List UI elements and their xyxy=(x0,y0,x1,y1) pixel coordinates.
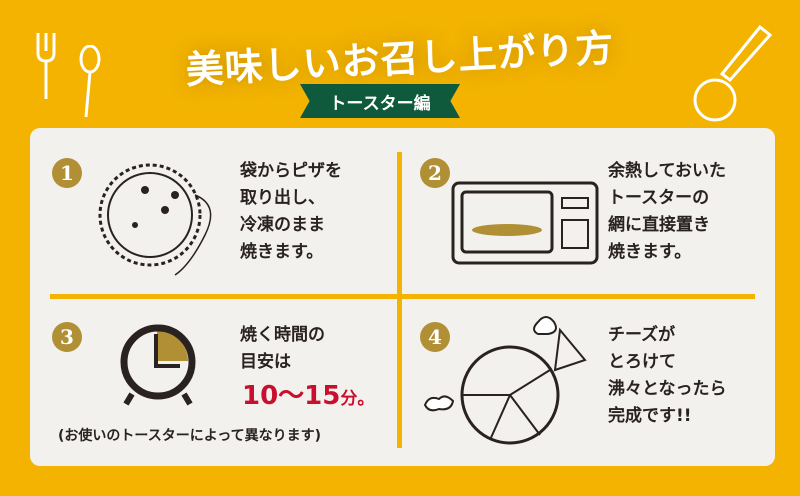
step-number: 3 xyxy=(52,322,82,352)
toaster-oven-icon xyxy=(451,181,599,265)
pizza-cutter-icon xyxy=(693,24,773,122)
step-3-note: (お使いのトースターによって異なります) xyxy=(58,428,321,444)
spoon-icon xyxy=(79,45,101,118)
step-3-text: 焼く時間の目安は xyxy=(240,325,325,372)
baking-time: 10〜15分。 xyxy=(242,381,375,411)
sliced-pizza-icon xyxy=(423,316,587,445)
clock-icon xyxy=(120,324,196,406)
step-4-text: チーズがとろけて沸々となったら完成です!! xyxy=(608,325,727,426)
subtitle-ribbon: トースター編 xyxy=(300,84,460,118)
frozen-pizza-icon xyxy=(98,163,212,276)
step-1-text: 袋からピザを取り出し、冷凍のまま焼きます。 xyxy=(240,161,342,262)
divider xyxy=(397,152,402,448)
step-number: 2 xyxy=(420,158,450,188)
step-number: 1 xyxy=(52,158,82,188)
step-2-text: 余熱しておいたトースターの網に直接置き焼きます。 xyxy=(608,161,726,262)
fork-icon xyxy=(36,33,56,99)
step-number: 4 xyxy=(420,322,450,352)
divider xyxy=(50,294,755,299)
